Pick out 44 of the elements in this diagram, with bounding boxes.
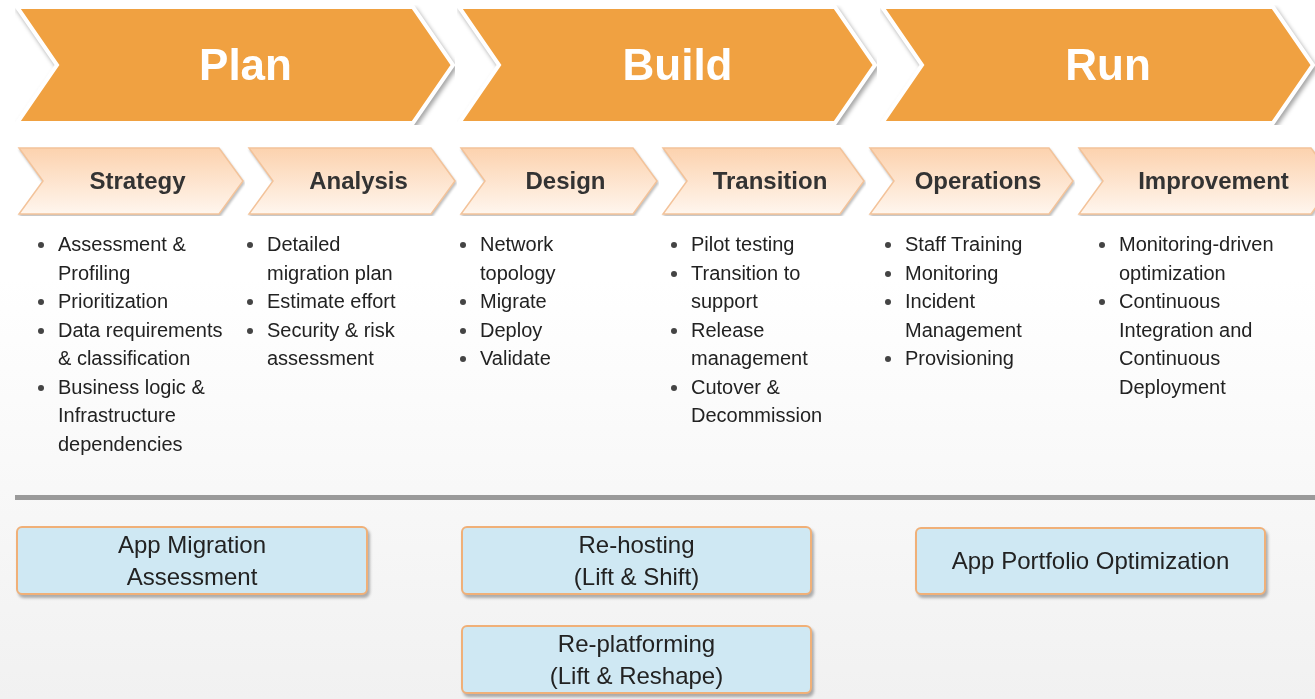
bullet-item: Network topology (480, 232, 557, 286)
step-banner (17, 146, 245, 216)
bullet-item: Continuous Integration and Continuous Deployment (1119, 289, 1254, 400)
bullet-item: Transition to support (691, 260, 802, 314)
bullet-item: Validate (480, 346, 552, 371)
bullet-item: Monitoring-driven optimization (1119, 232, 1275, 286)
box-label: App Migration Assessment (116, 529, 268, 592)
step-label: Operations (914, 166, 1042, 196)
box-label: Re-hosting (Lift & Shift) (572, 529, 701, 592)
box-label: Re-platforming (Lift & Reshape) (548, 628, 725, 691)
bullet-item: Deploy (480, 317, 544, 343)
bullet-item: Staff Training (905, 232, 1024, 257)
step-label: Improvement (1138, 166, 1289, 196)
phase-label: Run (1065, 39, 1151, 91)
step-banner (247, 146, 457, 216)
step-banner (661, 146, 866, 216)
step-label: Analysis (309, 166, 408, 196)
bullet-item: Cutover & Decommission (691, 374, 824, 428)
approach-box (16, 526, 368, 595)
step-banner (868, 146, 1075, 216)
step-label: Strategy (89, 166, 186, 196)
step-label: Transition (712, 166, 828, 196)
step-banner (1077, 146, 1315, 216)
bullet-item: Provisioning (905, 346, 1015, 371)
approach-box (461, 526, 812, 595)
box-label: App Portfolio Optimization (951, 546, 1230, 576)
bullet-item: Incident Management (905, 289, 1023, 343)
bullet-item: Detailed migration plan (267, 232, 394, 286)
bullet-item: Security & risk assessment (267, 317, 396, 371)
bullet-item: Monitoring (905, 260, 1000, 286)
approach-box (915, 527, 1266, 595)
phase-label: Plan (199, 39, 292, 91)
bullet-item: Data requirements & classification (58, 317, 224, 371)
bullet-item: Business logic & Infrastructure dependencies (58, 374, 206, 457)
step-banner (459, 146, 659, 216)
bullet-item: Assessment & Profiling (58, 232, 187, 286)
bullet-item: Migrate (480, 289, 548, 314)
approach-box (461, 625, 812, 694)
bullet-item: Pilot testing (691, 232, 796, 257)
step-label: Design (525, 166, 606, 196)
phase-label: Build (622, 39, 733, 91)
bullet-item: Prioritization (58, 289, 170, 314)
bullet-item: Release management (691, 317, 809, 371)
bullet-item: Estimate effort (267, 289, 397, 314)
